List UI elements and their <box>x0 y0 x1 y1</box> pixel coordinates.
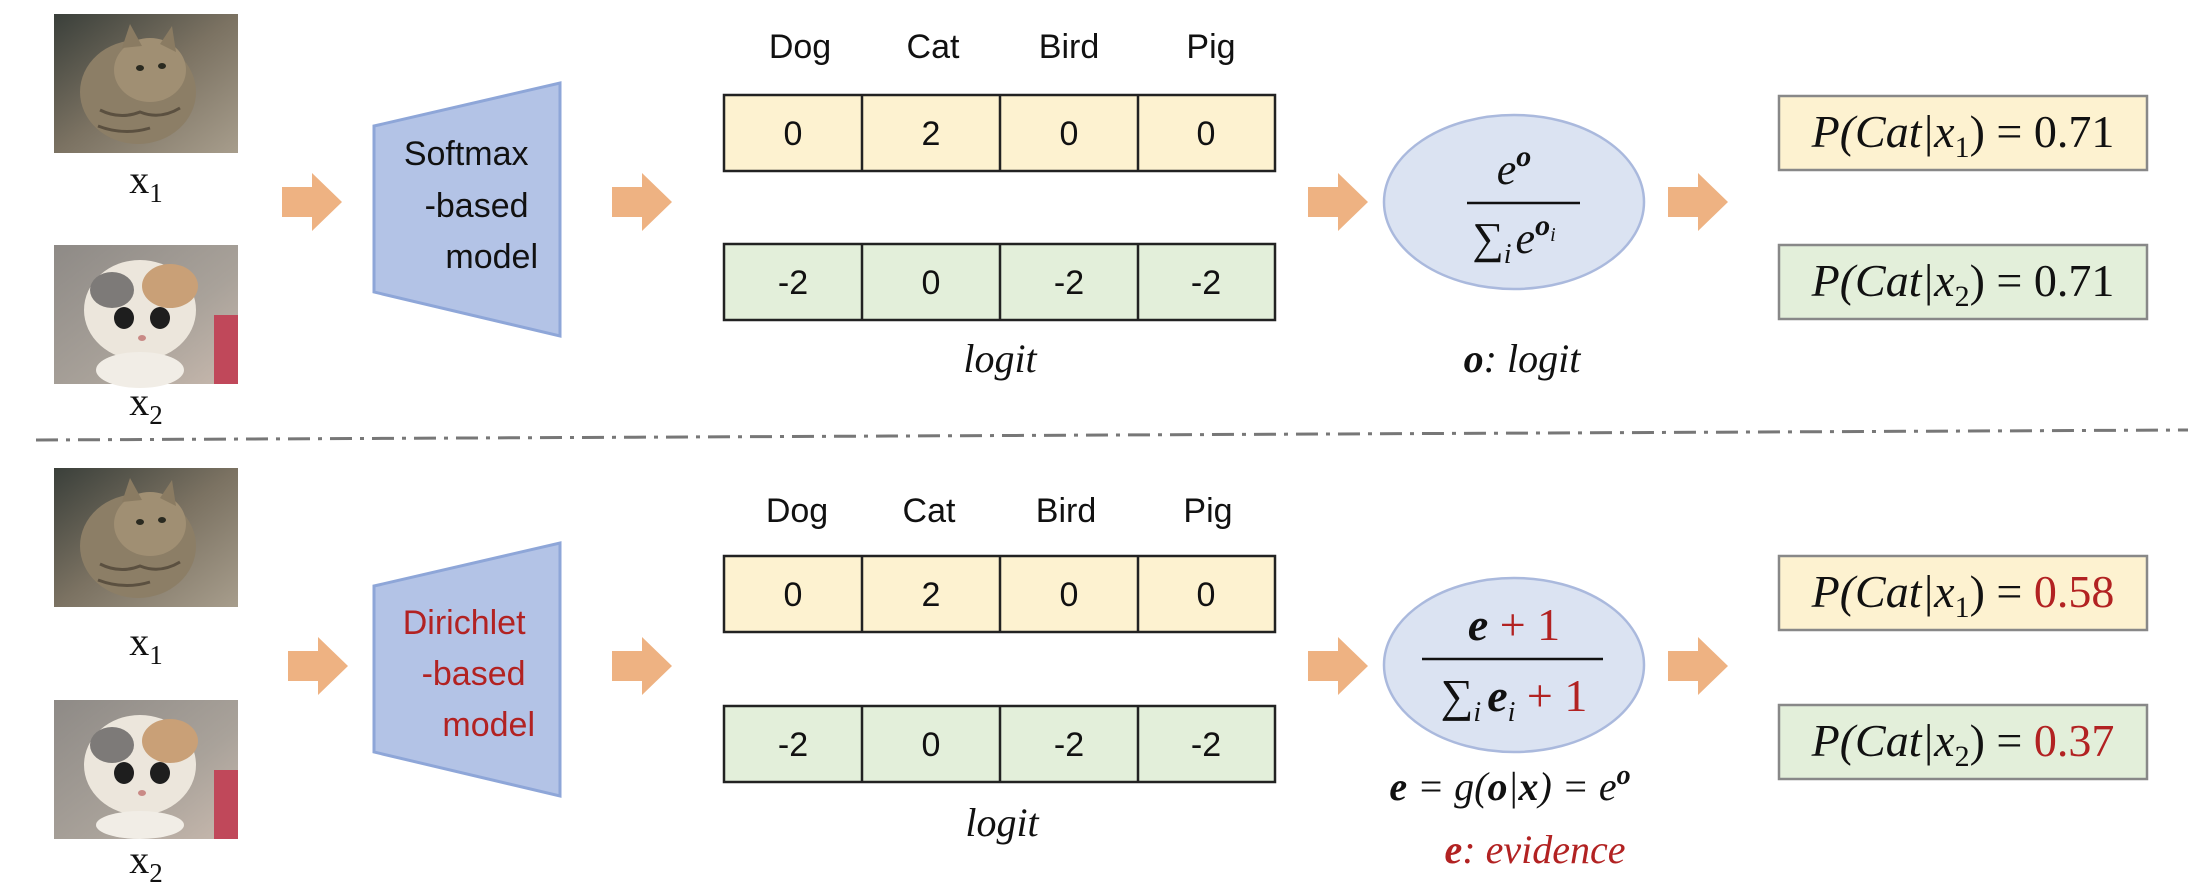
arrow-right-icon <box>1308 173 1368 231</box>
logit-label-top: logit <box>963 336 1037 381</box>
x1-label-bottom: x1 <box>129 619 163 670</box>
kitten-image-x2-top <box>54 245 238 388</box>
logit-label-bottom: logit <box>965 800 1039 845</box>
logit-variable-caption: o: logit <box>1464 336 1582 381</box>
logit-cell: 2 <box>922 115 941 153</box>
class-header-pig: Pig <box>1183 492 1232 530</box>
class-header-cat: Cat <box>907 28 960 66</box>
logit-cell: 0 <box>1060 576 1079 614</box>
dirichlet-formula-ellipse <box>1382 576 1646 754</box>
formula-denominator: ∑ieoi <box>1472 209 1555 270</box>
kitten-image-x2-bottom <box>54 700 238 839</box>
result-box-x1-bottom <box>1777 554 2149 632</box>
arrow-right-icon <box>1668 637 1728 695</box>
logit-cell: -2 <box>1191 264 1221 302</box>
result-box-x2-top <box>1777 243 2149 321</box>
logit-cell: 0 <box>1197 576 1216 614</box>
result-text-x1-bottom: P(Cat|x1) = 0.58 <box>1811 566 2115 624</box>
arrow-right-icon <box>612 173 672 231</box>
softmax-model-shape <box>372 81 562 338</box>
logit-row-x2-top: -2 0 -2 -2 <box>722 242 1277 322</box>
section-divider <box>35 428 2188 442</box>
formula-numerator: eo <box>1497 140 1532 194</box>
arrow-right-icon <box>1668 173 1728 231</box>
x2-label-bottom: x2 <box>129 837 163 888</box>
x1-label-top: x1 <box>129 157 163 208</box>
x2-label-top: x2 <box>129 379 163 430</box>
result-text-x2-bottom: P(Cat|x2) = 0.37 <box>1811 715 2115 773</box>
dirichlet-model-label: Dirichlet -based model <box>403 604 535 744</box>
logit-cell: 0 <box>922 726 941 764</box>
result-text-x2-top: P(Cat|x2) = 0.71 <box>1811 255 2115 313</box>
logit-cell: 0 <box>1197 115 1216 153</box>
softmax-model-label: Softmax -based model <box>404 135 538 276</box>
evidence-definition: e = g(o|x) = eo <box>1389 760 1630 809</box>
arrow-right-icon <box>1308 637 1368 695</box>
result-text-x1-top: P(Cat|x1) = 0.71 <box>1811 106 2115 164</box>
logit-row-x1-bottom: 0 2 0 0 <box>722 554 1277 634</box>
result-box-x2-bottom <box>1777 703 2149 781</box>
bottom-section: x1 x2 Dirichlet -based model Dog Cat Bir… <box>54 468 2149 888</box>
logit-row-x2-bottom: -2 0 -2 -2 <box>722 704 1277 784</box>
logit-cell: 0 <box>784 115 803 153</box>
logit-cell: 0 <box>784 576 803 614</box>
logit-cell: -2 <box>778 264 808 302</box>
evidence-caption: e: evidence <box>1445 827 1626 872</box>
class-header-bird: Bird <box>1036 492 1096 530</box>
result-box-x1-top <box>1777 94 2149 172</box>
logit-cell: -2 <box>778 726 808 764</box>
class-header-cat: Cat <box>903 492 956 530</box>
formula-numerator: e + 1 <box>1468 599 1560 650</box>
arrow-right-icon <box>288 637 348 695</box>
cat-image-x1-top <box>54 14 238 153</box>
top-section: x1 x2 Softmax -based model Dog Cat Bird <box>54 14 2149 430</box>
class-header-dog: Dog <box>766 492 828 530</box>
logit-cell: 0 <box>1060 115 1079 153</box>
arrow-right-icon <box>612 637 672 695</box>
logit-cell: 2 <box>922 576 941 614</box>
logit-cell: -2 <box>1054 264 1084 302</box>
logit-cell: -2 <box>1054 726 1084 764</box>
logit-cell: 0 <box>922 264 941 302</box>
class-header-pig: Pig <box>1186 28 1235 66</box>
class-header-dog: Dog <box>769 28 831 66</box>
cat-image-x1-bottom <box>54 468 238 607</box>
class-header-bird: Bird <box>1039 28 1099 66</box>
arrow-right-icon <box>282 173 342 231</box>
dirichlet-model-shape <box>372 541 562 798</box>
logit-row-x1-top: 0 2 0 0 <box>722 93 1277 173</box>
logit-cell: -2 <box>1191 726 1221 764</box>
